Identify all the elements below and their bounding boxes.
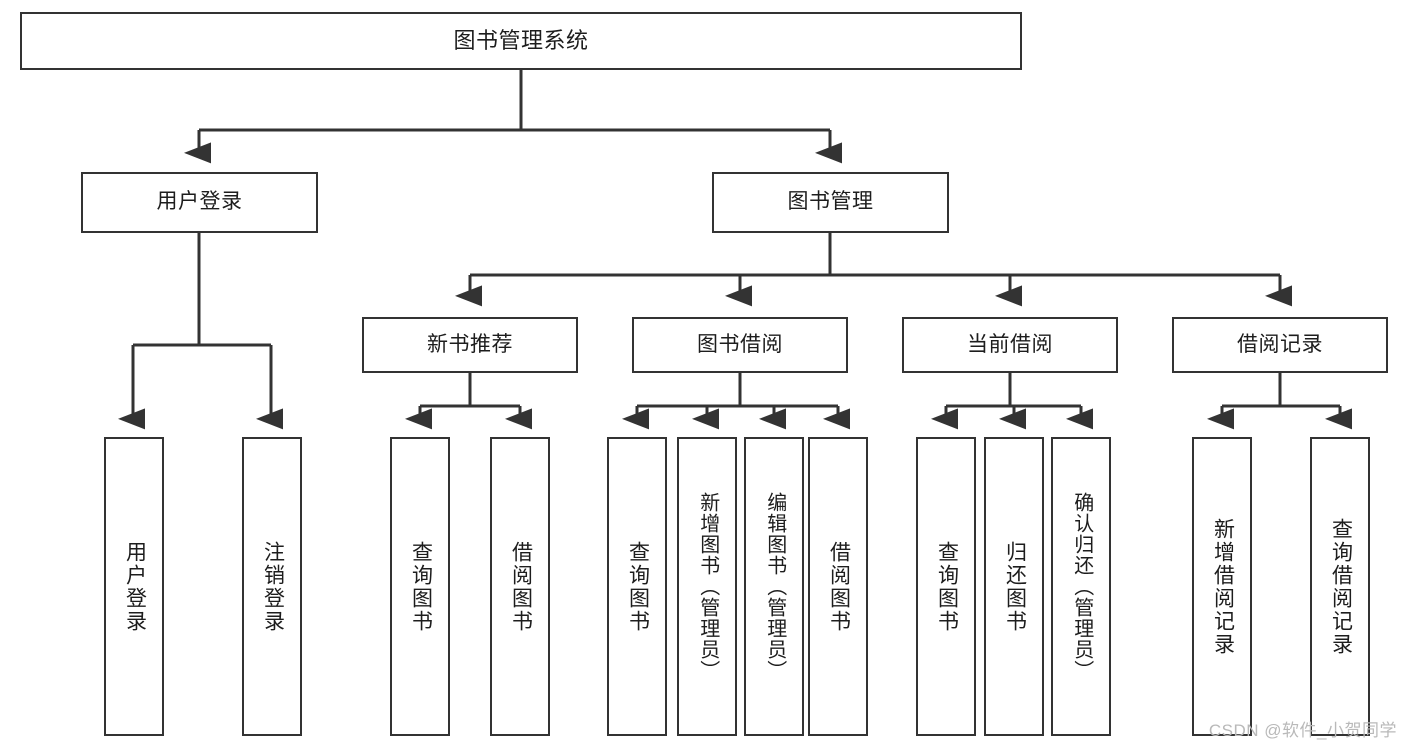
node-label: 当前借阅 bbox=[967, 332, 1053, 356]
node-book-management[interactable]: 图书管理 bbox=[712, 172, 949, 233]
node-label: 查询图书 bbox=[626, 540, 650, 633]
node-new-book-recommend[interactable]: 新书推荐 bbox=[362, 317, 578, 373]
leaf-current-query-book[interactable]: 查询图书 bbox=[916, 437, 976, 736]
node-label: 图书管理 bbox=[787, 190, 874, 214]
node-label: 查询图书 bbox=[409, 540, 433, 633]
node-label: 注销登录 bbox=[261, 540, 285, 633]
node-label: 确认归还（管理员） bbox=[1070, 492, 1093, 681]
node-borrow-record[interactable]: 借阅记录 bbox=[1172, 317, 1388, 373]
leaf-recommend-borrow-book[interactable]: 借阅图书 bbox=[490, 437, 550, 736]
node-label: 查询图书 bbox=[935, 540, 959, 633]
node-label: 图书管理系统 bbox=[453, 28, 589, 54]
node-label: 图书借阅 bbox=[697, 332, 783, 356]
node-label: 借阅记录 bbox=[1237, 332, 1323, 356]
node-current-borrow[interactable]: 当前借阅 bbox=[902, 317, 1118, 373]
node-label: 用户登录 bbox=[123, 540, 147, 633]
leaf-record-query-borrow-record[interactable]: 查询借阅记录 bbox=[1310, 437, 1370, 736]
node-label: 编辑图书（管理员） bbox=[763, 492, 786, 681]
leaf-recommend-query-book[interactable]: 查询图书 bbox=[390, 437, 450, 736]
node-label: 查询借阅记录 bbox=[1329, 517, 1353, 656]
node-label: 借阅图书 bbox=[827, 540, 851, 633]
node-label: 借阅图书 bbox=[509, 540, 533, 633]
leaf-borrow-borrow-book[interactable]: 借阅图书 bbox=[808, 437, 868, 736]
node-label: 新书推荐 bbox=[427, 332, 513, 356]
leaf-borrow-add-book-admin[interactable]: 新增图书（管理员） bbox=[677, 437, 737, 736]
node-label: 归还图书 bbox=[1003, 540, 1027, 633]
node-label: 新增借阅记录 bbox=[1211, 517, 1235, 656]
node-book-borrow[interactable]: 图书借阅 bbox=[632, 317, 848, 373]
node-user-login[interactable]: 用户登录 bbox=[81, 172, 318, 233]
leaf-logout[interactable]: 注销登录 bbox=[242, 437, 302, 736]
node-label: 用户登录 bbox=[156, 190, 243, 214]
node-label: 新增图书（管理员） bbox=[696, 492, 719, 681]
leaf-current-confirm-return-admin[interactable]: 确认归还（管理员） bbox=[1051, 437, 1111, 736]
node-root-system[interactable]: 图书管理系统 bbox=[20, 12, 1022, 70]
leaf-borrow-query-book[interactable]: 查询图书 bbox=[607, 437, 667, 736]
leaf-current-return-book[interactable]: 归还图书 bbox=[984, 437, 1044, 736]
leaf-record-add-borrow-record[interactable]: 新增借阅记录 bbox=[1192, 437, 1252, 736]
watermark-text: CSDN @软件_小贺同学 bbox=[1208, 721, 1397, 740]
leaf-borrow-edit-book-admin[interactable]: 编辑图书（管理员） bbox=[744, 437, 804, 736]
leaf-user-login[interactable]: 用户登录 bbox=[104, 437, 164, 736]
